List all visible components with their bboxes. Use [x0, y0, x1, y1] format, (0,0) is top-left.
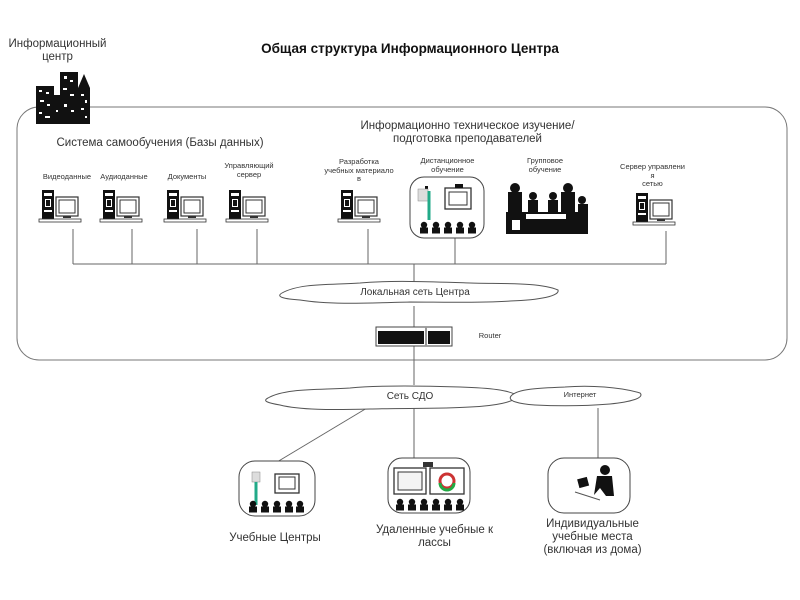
node-label-group: Групповое обучение: [526, 156, 563, 174]
tech-training-group-label: Информационно техническое изучение/ подг…: [360, 120, 575, 146]
router-label: Router: [478, 331, 502, 340]
node-label-network-server: Сервер управлени я сетью: [620, 162, 685, 189]
local-network-label: Локальная сеть Центра: [360, 287, 470, 298]
node-label-distance: Дистанционное обучение: [420, 156, 475, 174]
lan-bus: [72, 229, 667, 463]
home-user-icon: [547, 457, 631, 514]
endpoint-label-training-centers: Учебные Центры: [229, 532, 321, 544]
computer-icon-audio: [99, 189, 143, 223]
internet-cloud: [509, 385, 642, 407]
node-label-audio: Аудиоданные: [100, 172, 148, 181]
computer-icon-video: [38, 189, 82, 223]
computer-icon-docs: [163, 189, 207, 223]
computer-icon-network-server: [632, 192, 676, 226]
endpoint-label-individual: Индивидуальные учебные места (включая из…: [543, 518, 642, 557]
computer-icon-mgmt-server: [225, 189, 269, 223]
sdo-network-cloud: [265, 385, 519, 411]
diagram-title: Общая структура Информационного Центра: [261, 41, 559, 56]
node-label-video: Видеоданные: [42, 172, 92, 181]
node-label-materials: Разработка учебных материало в: [324, 157, 394, 184]
internet-label: Интернет: [563, 390, 597, 399]
endpoint-label-remote-classes: Удаленные учебные к лассы: [375, 524, 493, 550]
presentation-icon-training-centers: [238, 460, 316, 517]
info-center-label: Информационный центр: [8, 38, 107, 64]
self-study-group-label: Система самообучения (Базы данных): [56, 137, 264, 149]
sdo-network-label: Сеть СДО: [386, 391, 434, 402]
router-icon: [375, 326, 453, 347]
node-label-docs: Документы: [167, 172, 207, 181]
computer-icon-materials: [337, 189, 381, 223]
node-label-mgmt-server: Управляющий сервер: [224, 161, 274, 179]
city-building-icon: [36, 72, 90, 124]
group-meeting-icon: [506, 183, 588, 234]
video-conference-icon: [387, 457, 471, 514]
local-network-cloud: [279, 280, 559, 304]
info-center-frame: [16, 106, 788, 361]
presentation-icon-distance: [409, 176, 485, 239]
